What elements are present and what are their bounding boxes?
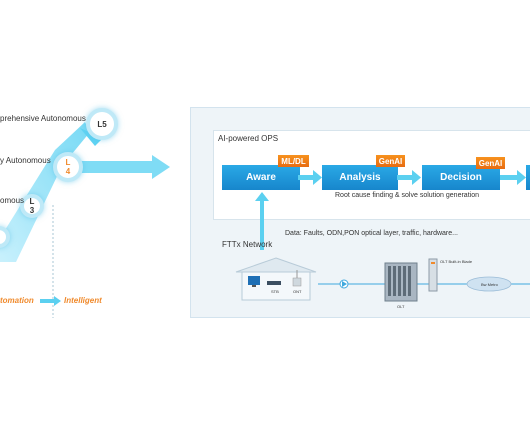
blade-label: OLT Built-in Blade	[440, 259, 473, 264]
level-l4-label: y Autonomous	[0, 156, 51, 165]
level-l3-badge: L 3	[20, 194, 44, 218]
stb-label: STB	[271, 289, 279, 294]
olt-chassis-icon	[384, 262, 418, 302]
ladder-arrows	[0, 122, 170, 318]
tag-genai-1: GenAI	[376, 155, 405, 167]
stage-aware: Aware	[222, 165, 300, 190]
ops-title: AI-powered OPS	[218, 134, 279, 143]
metro-cloud-icon	[466, 276, 512, 292]
automation-label: tomation	[0, 296, 34, 305]
arrow-analysis-decision	[397, 170, 421, 185]
home-house-icon	[235, 257, 317, 301]
l3-number: 3	[29, 206, 35, 215]
data-up-arrow	[255, 192, 269, 250]
level-l5-label: prehensive Autonomous	[0, 114, 86, 123]
l3-letter: L	[29, 197, 35, 206]
level-l4-badge: L 4	[53, 152, 83, 182]
level-l3-label: omous	[0, 196, 25, 205]
arrow-right-icon	[40, 296, 61, 306]
network-title: FTTx Network	[222, 240, 273, 249]
l4-number: 4	[65, 167, 71, 176]
olt-label: OLT	[397, 304, 405, 309]
growth-arrowhead	[80, 128, 103, 146]
level-l5-badge: L5	[86, 108, 118, 140]
l4-letter: L	[65, 158, 71, 167]
ops-caption: Root cause finding & solve solution gene…	[335, 192, 479, 199]
olt-blade-icon	[428, 258, 438, 292]
level-l2-badge-partial	[0, 226, 10, 248]
l4-arrow	[80, 155, 170, 179]
intelligent-label: Intelligent	[64, 296, 102, 305]
stage-next-partial	[526, 165, 530, 190]
stage-analysis: Analysis	[322, 165, 398, 190]
tag-genai-2: GenAI	[476, 157, 505, 169]
stage-decision: Decision	[422, 165, 500, 190]
metro-label: Bw Metro	[481, 282, 498, 287]
arrow-aware-analysis	[298, 170, 322, 185]
ont-label: ONT	[293, 289, 302, 294]
arrow-decision-next	[500, 170, 526, 185]
tag-ml-dl: ML/DL	[278, 155, 309, 167]
growth-band	[0, 122, 90, 262]
data-text: Data: Faults, ODN,PON optical layer, tra…	[285, 230, 458, 237]
